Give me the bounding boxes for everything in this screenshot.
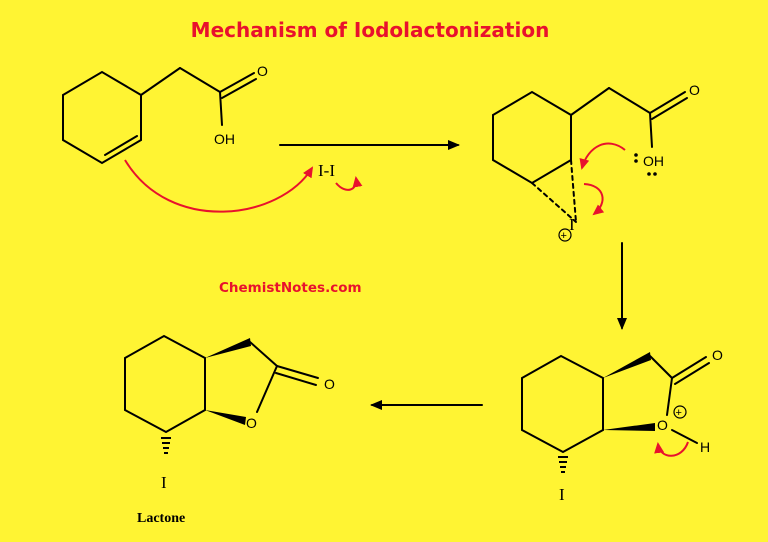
deprotonation-arrow: [654, 441, 689, 457]
hydroxyl-attack-arrow: [579, 142, 626, 170]
ring-oxygen-label: O: [246, 415, 257, 431]
carbonyl-oxygen-label: O: [712, 347, 723, 363]
iodonium-iodine-label: I: [569, 215, 575, 234]
alkene-attack-arrow: [124, 159, 314, 213]
hydroxyl-label: OH: [643, 153, 664, 169]
oxonium-charge-label: +: [676, 407, 682, 419]
carbonyl-oxygen-label: O: [257, 63, 268, 79]
hydroxyl-label: OH: [214, 131, 235, 147]
lactone-product-structure: O O I: [124, 334, 335, 492]
positive-charge-label: +: [561, 230, 567, 242]
carbonyl-oxygen-label: O: [324, 376, 335, 392]
reagent-label: I-I: [318, 161, 335, 180]
iodonium-opening-arrow: [583, 183, 605, 216]
protonated-lactone-structure: O O + H I: [521, 347, 723, 504]
lactone-caption: Lactone: [137, 511, 186, 526]
hydrogen-label: H: [700, 439, 710, 455]
iodine-label: I: [559, 485, 565, 504]
carbonyl-oxygen-label: O: [689, 82, 700, 98]
ring-oxygen-label: O: [657, 417, 668, 433]
iodine-bond-arrow: [335, 176, 363, 191]
reactant-structure: O OH: [62, 63, 268, 165]
iodonium-intermediate-structure: O OH I +: [492, 82, 700, 242]
page-title: Mechanism of Iodolactonization: [190, 18, 550, 42]
watermark-text: ChemistNotes.com: [219, 280, 362, 296]
iodine-label: I: [161, 473, 167, 492]
